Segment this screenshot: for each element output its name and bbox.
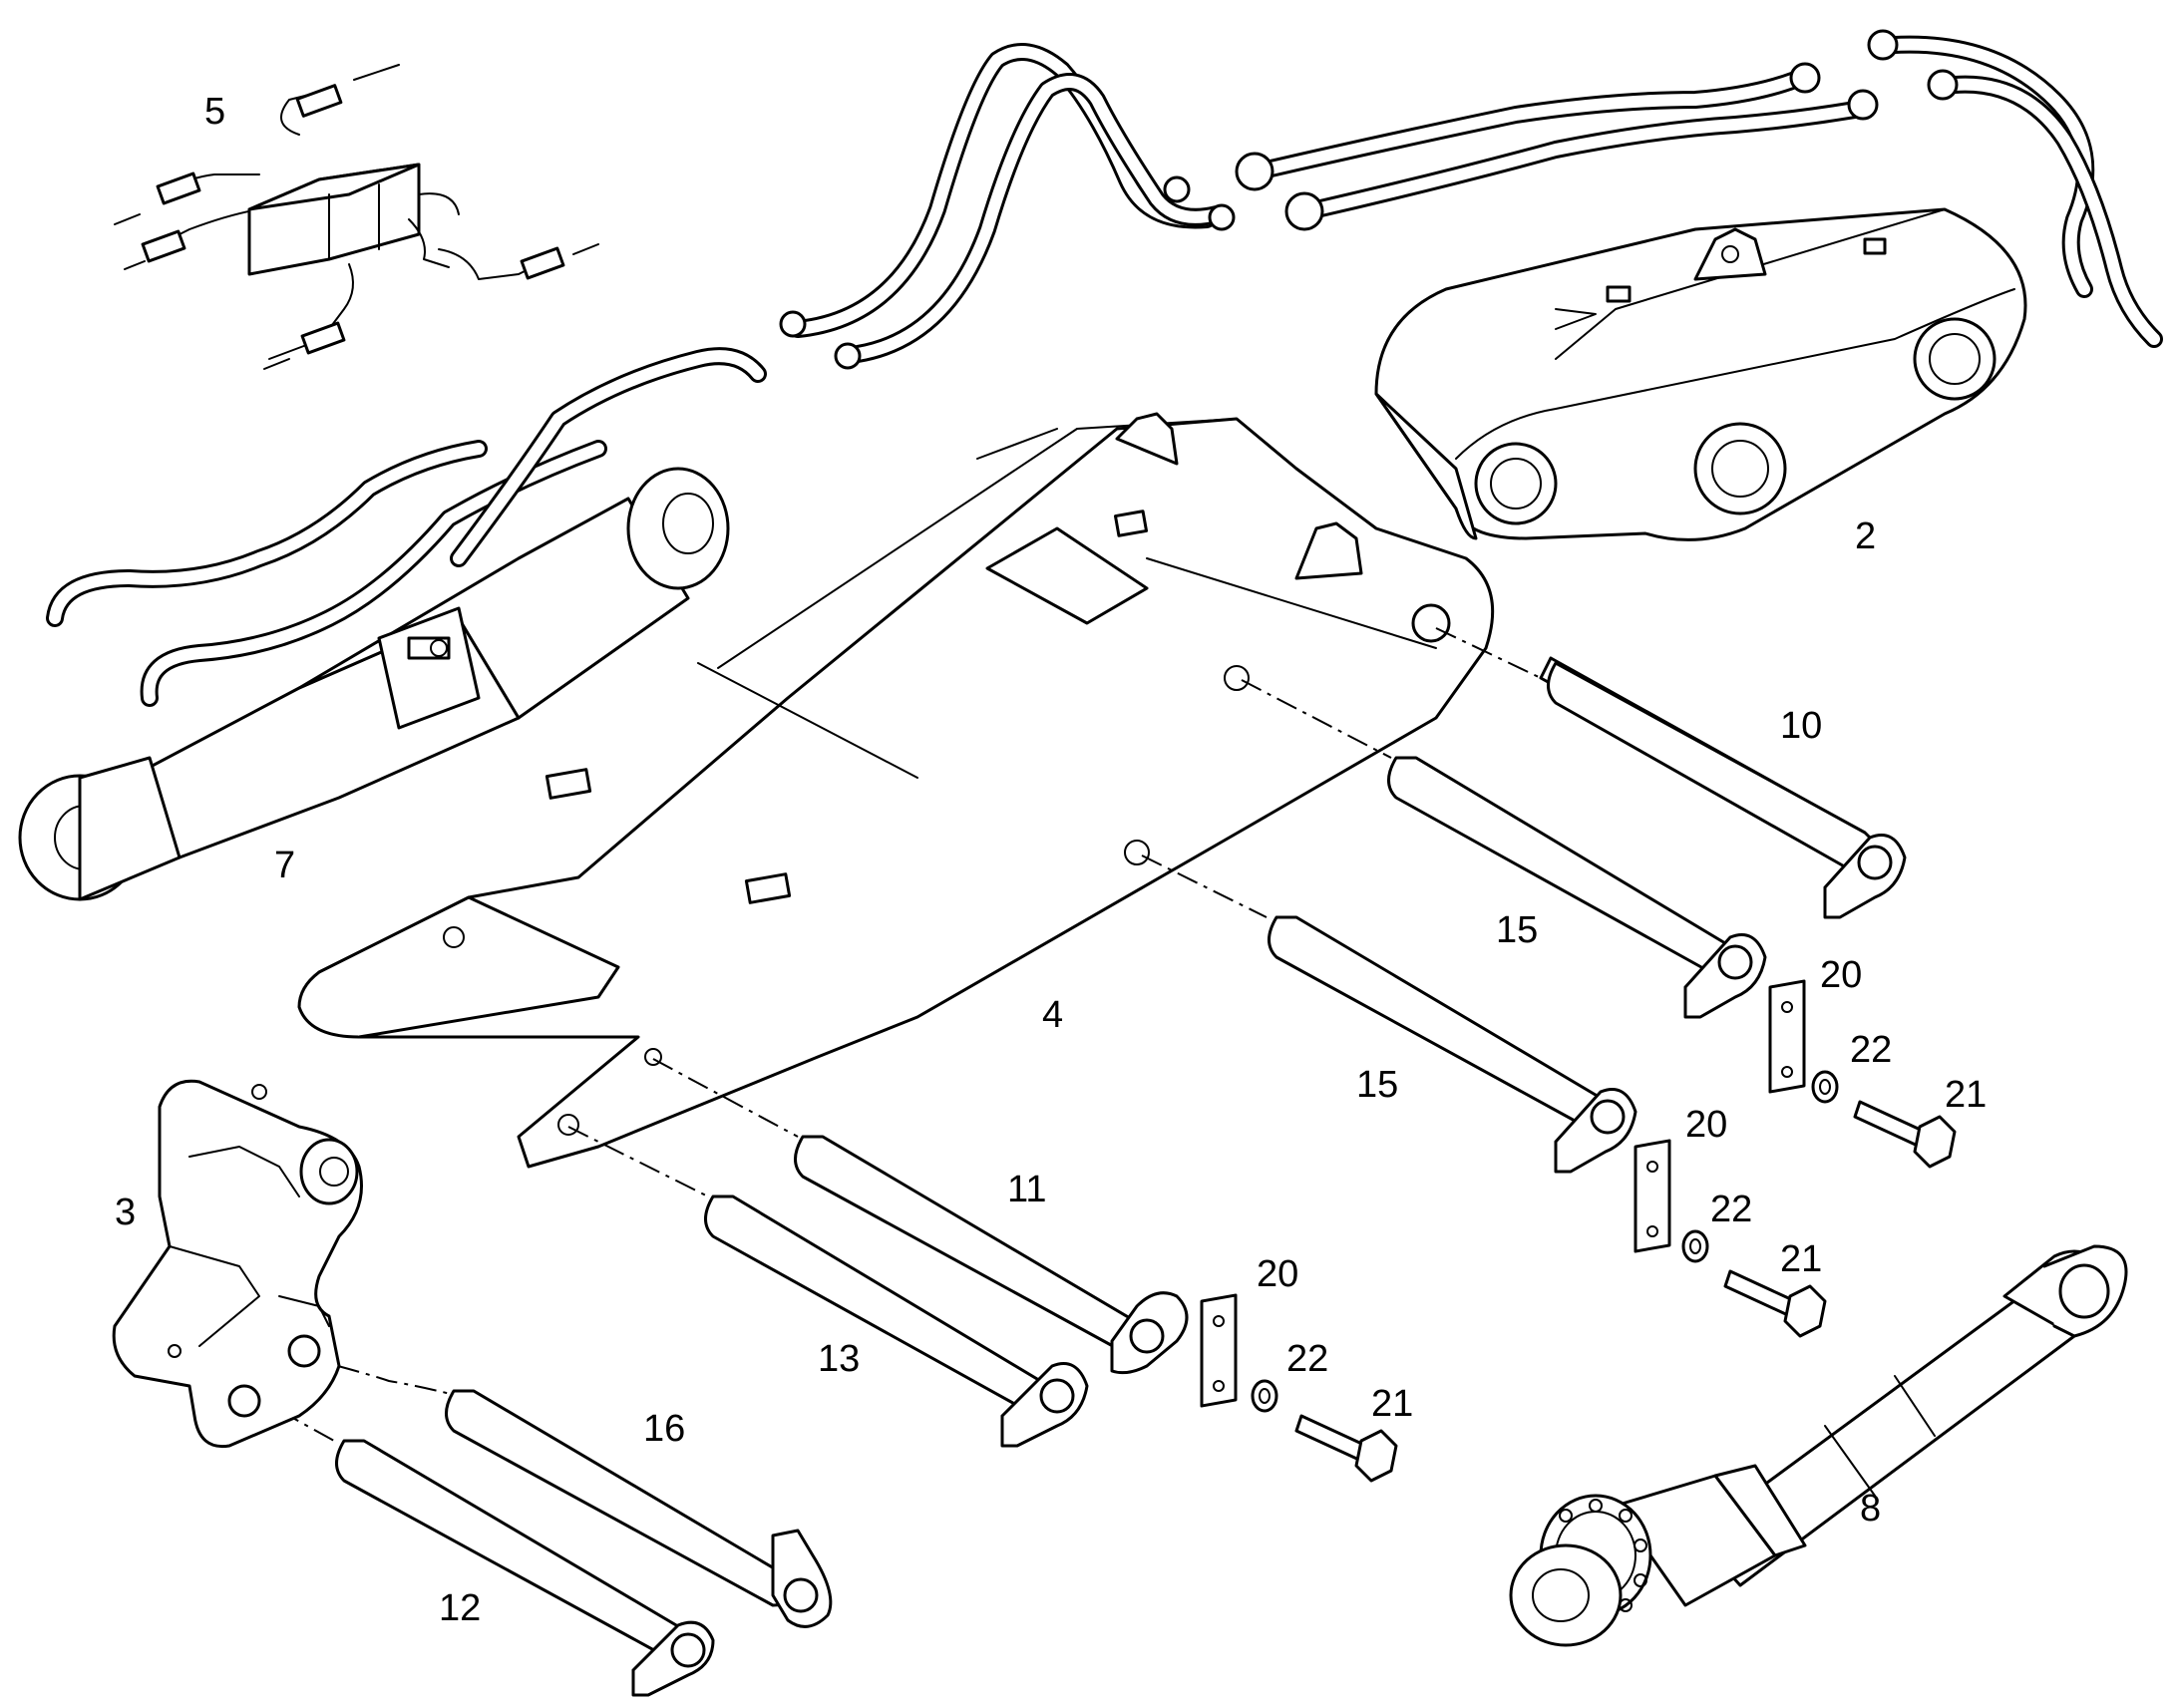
callout-21-b: 21 xyxy=(1780,1238,1822,1280)
callout-22-c: 22 xyxy=(1286,1338,1328,1380)
callout-10: 10 xyxy=(1780,705,1822,747)
part-15-pin-upper[interactable] xyxy=(1387,756,1767,1019)
callout-21-a: 21 xyxy=(1945,1074,1987,1116)
callout-16: 16 xyxy=(643,1408,685,1450)
part-22-washer-b[interactable] xyxy=(1681,1229,1709,1263)
part-12-pin[interactable] xyxy=(335,1439,715,1697)
callout-3: 3 xyxy=(115,1192,136,1233)
part-15-pin-lower[interactable] xyxy=(1268,915,1637,1174)
callout-21-c: 21 xyxy=(1371,1383,1413,1425)
part-11-pin[interactable] xyxy=(794,1135,1189,1375)
hoses-top-center[interactable] xyxy=(779,43,1236,370)
part-22-washer-c[interactable] xyxy=(1251,1379,1278,1413)
callout-5: 5 xyxy=(204,91,225,133)
part-20-plate-c[interactable] xyxy=(1200,1293,1238,1408)
part-20-plate-a[interactable] xyxy=(1768,979,1806,1094)
part-21-bolt-a[interactable] xyxy=(1853,1100,1957,1169)
callout-7: 7 xyxy=(274,845,295,886)
part-8-cylinder[interactable] xyxy=(1509,1244,2128,1647)
callout-22-a: 22 xyxy=(1850,1029,1892,1071)
part-21-bolt-b[interactable] xyxy=(1723,1269,1827,1338)
callout-20-c: 20 xyxy=(1257,1253,1298,1295)
part-2-housing[interactable] xyxy=(1374,207,2027,541)
cylinder-bolt-ring xyxy=(1559,1499,1647,1612)
callout-12: 12 xyxy=(439,1587,481,1629)
part-5-valve-block[interactable] xyxy=(114,64,599,370)
part-10-pin[interactable] xyxy=(1539,656,1907,919)
part-21-bolt-c[interactable] xyxy=(1294,1414,1398,1483)
callout-22-b: 22 xyxy=(1710,1189,1752,1230)
part-13-pin[interactable] xyxy=(704,1195,1089,1448)
callout-20-b: 20 xyxy=(1685,1104,1727,1146)
callout-4: 4 xyxy=(1042,994,1063,1036)
hoses-top-right[interactable] xyxy=(1235,29,2163,348)
part-22-washer-a[interactable] xyxy=(1811,1070,1839,1104)
part-4-boom[interactable] xyxy=(297,412,1495,1169)
callout-15-lower: 15 xyxy=(1356,1064,1398,1106)
part-20-plate-b[interactable] xyxy=(1634,1139,1671,1253)
callout-15-upper: 15 xyxy=(1496,909,1538,951)
part-7-cylinder[interactable] xyxy=(18,347,767,901)
callout-8: 8 xyxy=(1860,1488,1881,1530)
part-16-pin[interactable] xyxy=(445,1389,833,1628)
callout-20-a: 20 xyxy=(1820,954,1862,996)
callout-13: 13 xyxy=(818,1338,860,1380)
part-3-link[interactable] xyxy=(112,1079,363,1449)
callout-11: 11 xyxy=(1007,1169,1046,1210)
callout-2: 2 xyxy=(1855,515,1876,557)
